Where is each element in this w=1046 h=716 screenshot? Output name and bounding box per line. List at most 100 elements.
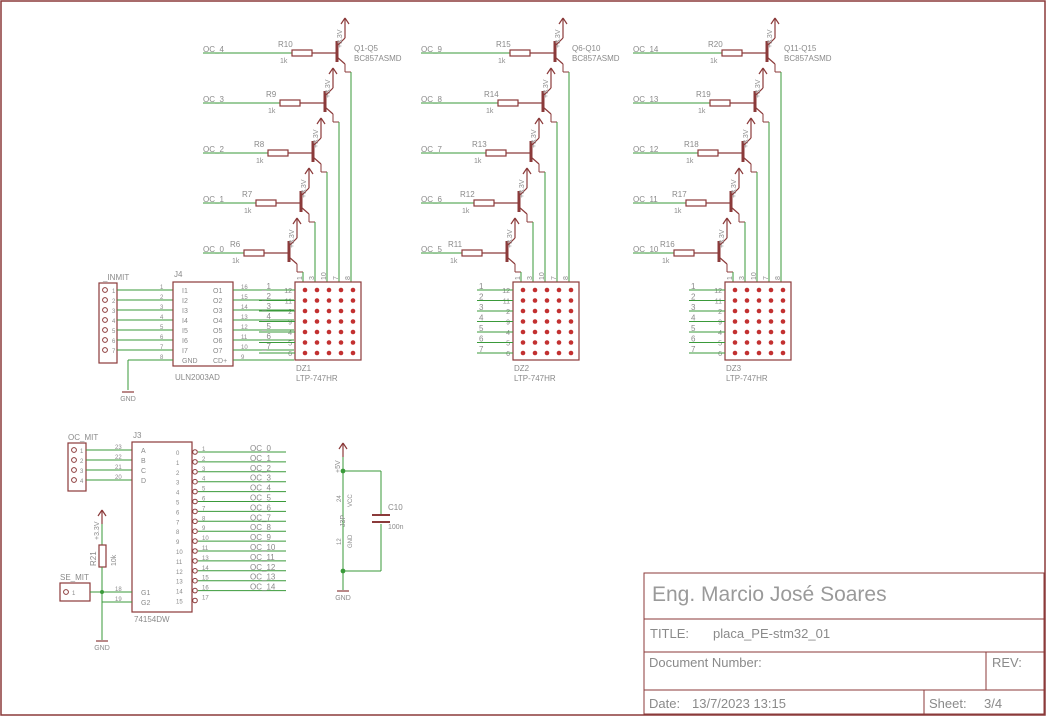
decoder-out-pin: 8 (202, 516, 206, 522)
vcc-arrow-label: +3.3V (555, 29, 562, 48)
transistor-part: BC857ASMD (354, 54, 402, 63)
matrix-row-pin: 11 (503, 299, 510, 306)
transistor-collector (324, 106, 334, 115)
transistor-collector (754, 106, 764, 115)
ocmit-pin-number: 1 (80, 449, 84, 455)
vcc-arrow-label: +3.3V (289, 229, 296, 248)
decoder-out-net: OC_12 (250, 563, 276, 572)
sheet-label: Sheet: (929, 696, 967, 711)
inmit-pin-number: 3 (112, 309, 116, 315)
uln-left-label: I1 (182, 288, 188, 295)
led-dot (350, 350, 356, 356)
decoder-out-net: OC_13 (250, 573, 276, 582)
decoder-out-pin: 7 (202, 506, 206, 512)
resistor-R9 (279, 99, 301, 107)
decoder-in-pin: 20 (115, 475, 122, 481)
matrix-row-net: 3 (479, 303, 484, 312)
vcc-arrow-arrow-r (332, 67, 338, 75)
led-dot (732, 298, 738, 303)
resistor-R12 (473, 199, 495, 207)
power-pin-bottom: 12 (337, 538, 343, 545)
vcc-arrow-arrow-r (750, 117, 756, 125)
transistor-part: BC857ASMD (572, 54, 620, 63)
transistor-collector (312, 156, 322, 165)
led-dot (326, 308, 332, 314)
led-dot (350, 340, 356, 345)
sheet-value: 3/4 (984, 696, 1003, 711)
power-pin-top: 24 (337, 495, 343, 502)
transistor-emitter (766, 37, 776, 47)
inmit-pin-number: 1 (112, 289, 116, 295)
led-dot (568, 329, 574, 335)
led-dot (302, 308, 308, 314)
led-dot (768, 329, 774, 335)
decoder-out-pin: 9 (202, 526, 206, 532)
uln-left-label: I6 (182, 338, 188, 345)
transistor-collector (518, 206, 528, 215)
led-dot (350, 308, 356, 314)
led-dot (744, 319, 750, 324)
ocmit-pin (71, 467, 77, 473)
inmit-name: _INMIT (102, 273, 129, 282)
ocmit-pin (71, 447, 77, 453)
vcc-arrow-label: +3.3V (519, 179, 526, 198)
resistor-ref: R11 (448, 240, 463, 249)
revision-label: REV: (992, 655, 1022, 670)
decoder-out-net: OC_10 (250, 543, 276, 552)
power-gnd-label: GND (335, 595, 351, 602)
vcc-arrow-label: +3.3V (531, 129, 538, 148)
decoder-out-bubble (192, 478, 198, 485)
transistor-emitter (730, 187, 740, 197)
oc-net-label: OC_14 (633, 45, 659, 54)
matrix-row-pin: 12 (502, 288, 510, 295)
led-dot (302, 298, 308, 303)
decoder-out-bubble (192, 597, 198, 604)
led-dot (756, 350, 762, 356)
decoder-out-label: 0 (176, 451, 180, 457)
vcc-arrow-label: +3.3V (719, 229, 726, 248)
resistor-ref: R18 (684, 140, 699, 149)
resistor-R19 (709, 99, 731, 107)
uln-right-pin: 13 (241, 315, 248, 321)
matrix-col-pin: 10 (539, 272, 546, 280)
matrix-row-net: 5 (691, 324, 696, 333)
resistor-ref: R19 (696, 90, 711, 99)
matrix-ref: DZ3 (726, 364, 742, 373)
resistor-value: 1k (256, 158, 264, 165)
vcc-arrow-label: +3.3V (767, 29, 774, 48)
matrix-row-net: 1 (691, 282, 696, 291)
led-dot (302, 350, 308, 356)
capacitor-value: 100n (388, 524, 404, 531)
resistor-value: 1k (244, 208, 252, 215)
uln-right-pin: 15 (241, 295, 248, 301)
vcc-arrow-arrow-r (526, 167, 532, 175)
uln-right-label: O7 (213, 348, 222, 355)
capacitor-ref: C10 (388, 503, 403, 512)
resistor-ref: R12 (460, 190, 475, 199)
led-dot (780, 329, 786, 335)
decoder-g-label: G1 (141, 590, 150, 597)
resistor-R20 (721, 49, 743, 57)
vcc5-arrow-label: +5V (335, 460, 342, 473)
resistor-value: 1k (232, 258, 240, 265)
matrix-row-net: 2 (691, 293, 696, 302)
led-dot (768, 340, 774, 345)
uln-out-net: _5 (261, 322, 271, 331)
led-dot (744, 298, 750, 303)
led-dot (780, 340, 786, 345)
matrix-row-pin: 6 (288, 351, 292, 358)
led-dot (744, 340, 750, 345)
matrix-col-pin: 10 (321, 272, 328, 280)
resistor-R14 (497, 99, 519, 107)
matrix-row-pin: 4 (718, 330, 722, 337)
uln2003-chip (172, 281, 234, 367)
document-number-label: Document Number: (649, 655, 762, 670)
matrix-row-pin: 5 (288, 341, 292, 348)
led-dot (732, 350, 738, 356)
decoder-out-label: 2 (176, 471, 180, 477)
vcc-arrow-label: +3.3V (743, 129, 750, 148)
matrix-row-pin: 11 (715, 299, 722, 306)
decoder-out-label: 14 (176, 590, 183, 596)
